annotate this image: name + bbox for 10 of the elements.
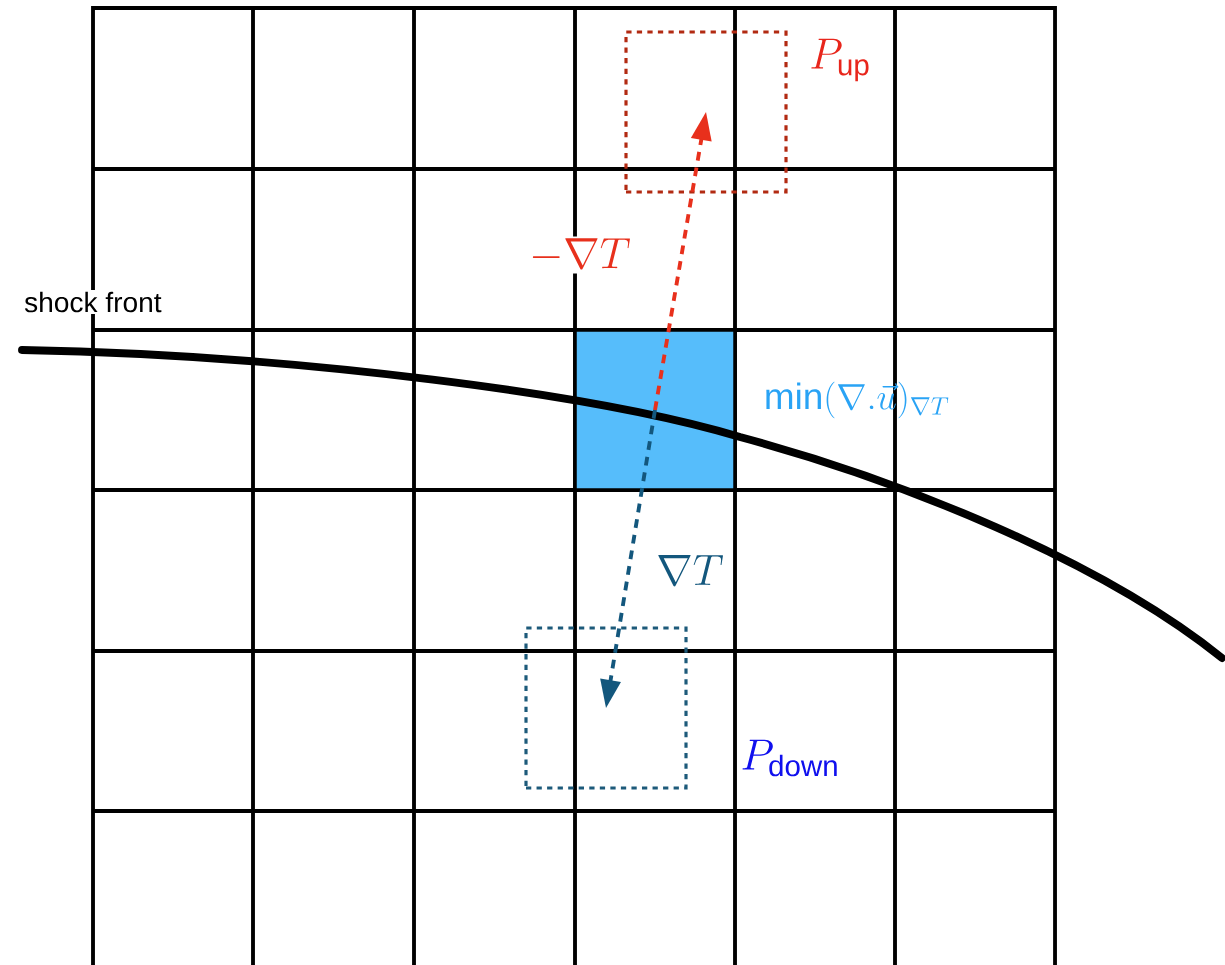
arrow: [600, 409, 657, 708]
dashed-box: [524, 626, 688, 790]
math-label: $P_\mathrm{up}$: [811, 38, 869, 82]
math-label: $P_\mathrm{down}$: [742, 739, 837, 777]
arrow: [653, 112, 712, 411]
curve-label: shock front: [22, 289, 164, 315]
highlighted-cell: [573, 328, 737, 492]
dashed-box: [624, 30, 788, 194]
edge-label: $\nabla T$: [654, 553, 726, 587]
edge-label: $-\nabla T$: [527, 236, 633, 274]
